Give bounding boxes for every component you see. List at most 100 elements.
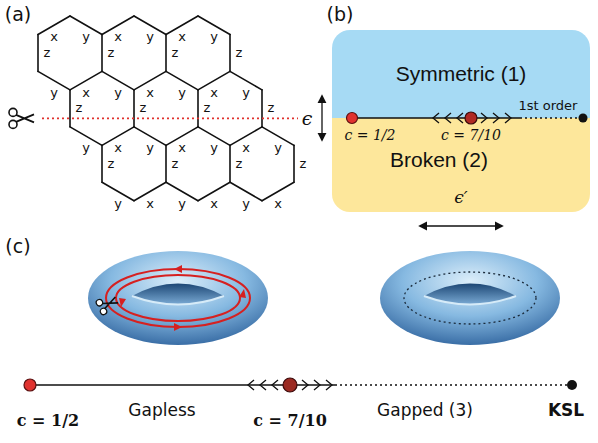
flow-chevron xyxy=(505,113,511,123)
torus-left-part-part xyxy=(95,298,104,307)
lattice-bond xyxy=(293,145,295,182)
bond-label: z xyxy=(76,101,83,115)
torus-right-part xyxy=(404,272,536,324)
phase-line-part xyxy=(24,379,36,391)
bond-label: y xyxy=(50,86,58,100)
lattice-bond xyxy=(165,145,167,182)
epsilon-arrow-part xyxy=(321,96,322,140)
phase-line-part xyxy=(567,380,577,390)
cut-line xyxy=(42,118,298,119)
torus-left-part-part xyxy=(99,307,108,316)
solid-line xyxy=(352,117,520,119)
central-charge: c = 7/10 xyxy=(441,128,501,143)
bond-label: y xyxy=(146,141,154,155)
bond-label: z xyxy=(172,157,179,171)
fixed-point-dot xyxy=(465,112,477,124)
bond-label: z xyxy=(236,46,243,60)
bond-label: x xyxy=(146,196,154,210)
flow-chevron xyxy=(445,113,451,123)
lattice-bond xyxy=(229,34,231,71)
torus-left-part xyxy=(116,275,240,321)
bond-label: z xyxy=(44,46,51,60)
epsilon-prime-arrow xyxy=(420,226,502,227)
bond-label: y xyxy=(82,141,90,155)
phase-line-part xyxy=(283,378,297,392)
torus-right-part xyxy=(424,284,516,305)
flow-chevron xyxy=(433,113,439,123)
torus-left-part xyxy=(132,296,224,305)
bond-label: y xyxy=(82,30,90,44)
bond-label: z xyxy=(172,46,179,60)
rg-flow-line xyxy=(347,112,588,124)
flow-chevron xyxy=(481,113,487,123)
central-charge: c = 1/2 xyxy=(17,412,79,430)
bond-label: y xyxy=(114,196,122,210)
bond-label: x xyxy=(50,30,58,44)
phase-line xyxy=(24,378,577,392)
bond-label: z xyxy=(108,46,115,60)
torus-left-part xyxy=(132,284,224,305)
scissors-icon-part xyxy=(9,120,17,128)
bond-label: z xyxy=(236,157,243,171)
lattice-bond xyxy=(101,145,103,182)
region-label: Symmetric (1) xyxy=(396,62,527,86)
bond-label: y xyxy=(178,196,186,210)
lattice-bond xyxy=(101,34,103,71)
lattice-bond xyxy=(229,145,231,182)
bond-label: x xyxy=(210,86,218,100)
phase-line-part xyxy=(30,384,290,386)
epsilon-prime-arrow-part xyxy=(420,225,502,226)
phase-name: KSL xyxy=(548,401,584,420)
lattice-bond xyxy=(165,34,167,71)
torus-left xyxy=(88,251,268,345)
dotted-line xyxy=(520,117,580,119)
torus-right-part xyxy=(380,251,560,345)
panel-label: (a) xyxy=(5,4,31,25)
endpoint-dot xyxy=(579,114,588,123)
lattice-bond xyxy=(197,90,199,127)
transition-note: 1st order xyxy=(519,99,578,113)
bond-label: z xyxy=(140,101,147,115)
region-label: Broken (2) xyxy=(390,148,488,172)
fixed-point-dot xyxy=(347,113,358,124)
cut-line-part xyxy=(42,118,298,120)
bond-label: x xyxy=(242,141,250,155)
panel-label: (b) xyxy=(327,4,354,25)
bond-label: y xyxy=(114,86,122,100)
torus-left-part xyxy=(174,265,182,273)
bond-label: x xyxy=(178,141,186,155)
torus-right xyxy=(380,251,560,345)
axis-label: ϵ′ xyxy=(454,188,467,207)
bond-label: z xyxy=(300,157,307,171)
scissors-icon-part xyxy=(9,108,17,116)
bond-label: y xyxy=(146,30,154,44)
torus-left-part xyxy=(95,293,120,316)
bond-label: x xyxy=(274,196,282,210)
bond-label: y xyxy=(274,141,282,155)
bond-label: y xyxy=(210,141,218,155)
phase-line-part xyxy=(248,380,278,390)
bond-label: y xyxy=(210,30,218,44)
panel-label: (c) xyxy=(5,236,30,257)
central-charge: c = 7/10 xyxy=(253,412,327,430)
bond-label: x xyxy=(114,141,122,155)
flow-chevron xyxy=(457,113,463,123)
lattice-bond xyxy=(261,90,263,127)
torus-left-part xyxy=(119,298,126,307)
bond-label: x xyxy=(114,30,122,44)
bond-label: y xyxy=(178,86,186,100)
scissors-icon xyxy=(9,108,34,128)
flow-chevron xyxy=(493,113,499,123)
torus-left-part xyxy=(88,251,268,345)
lattice-bond xyxy=(69,90,71,127)
central-charge: c = 1/2 xyxy=(344,128,395,143)
axis-label: ϵ xyxy=(302,108,313,129)
torus-left-part xyxy=(239,289,246,298)
lattice-bond xyxy=(133,90,135,127)
bond-label: x xyxy=(146,86,154,100)
bond-label: z xyxy=(268,101,275,115)
bond-label: z xyxy=(204,101,211,115)
bond-label: x xyxy=(210,196,218,210)
bond-label: x xyxy=(82,86,90,100)
